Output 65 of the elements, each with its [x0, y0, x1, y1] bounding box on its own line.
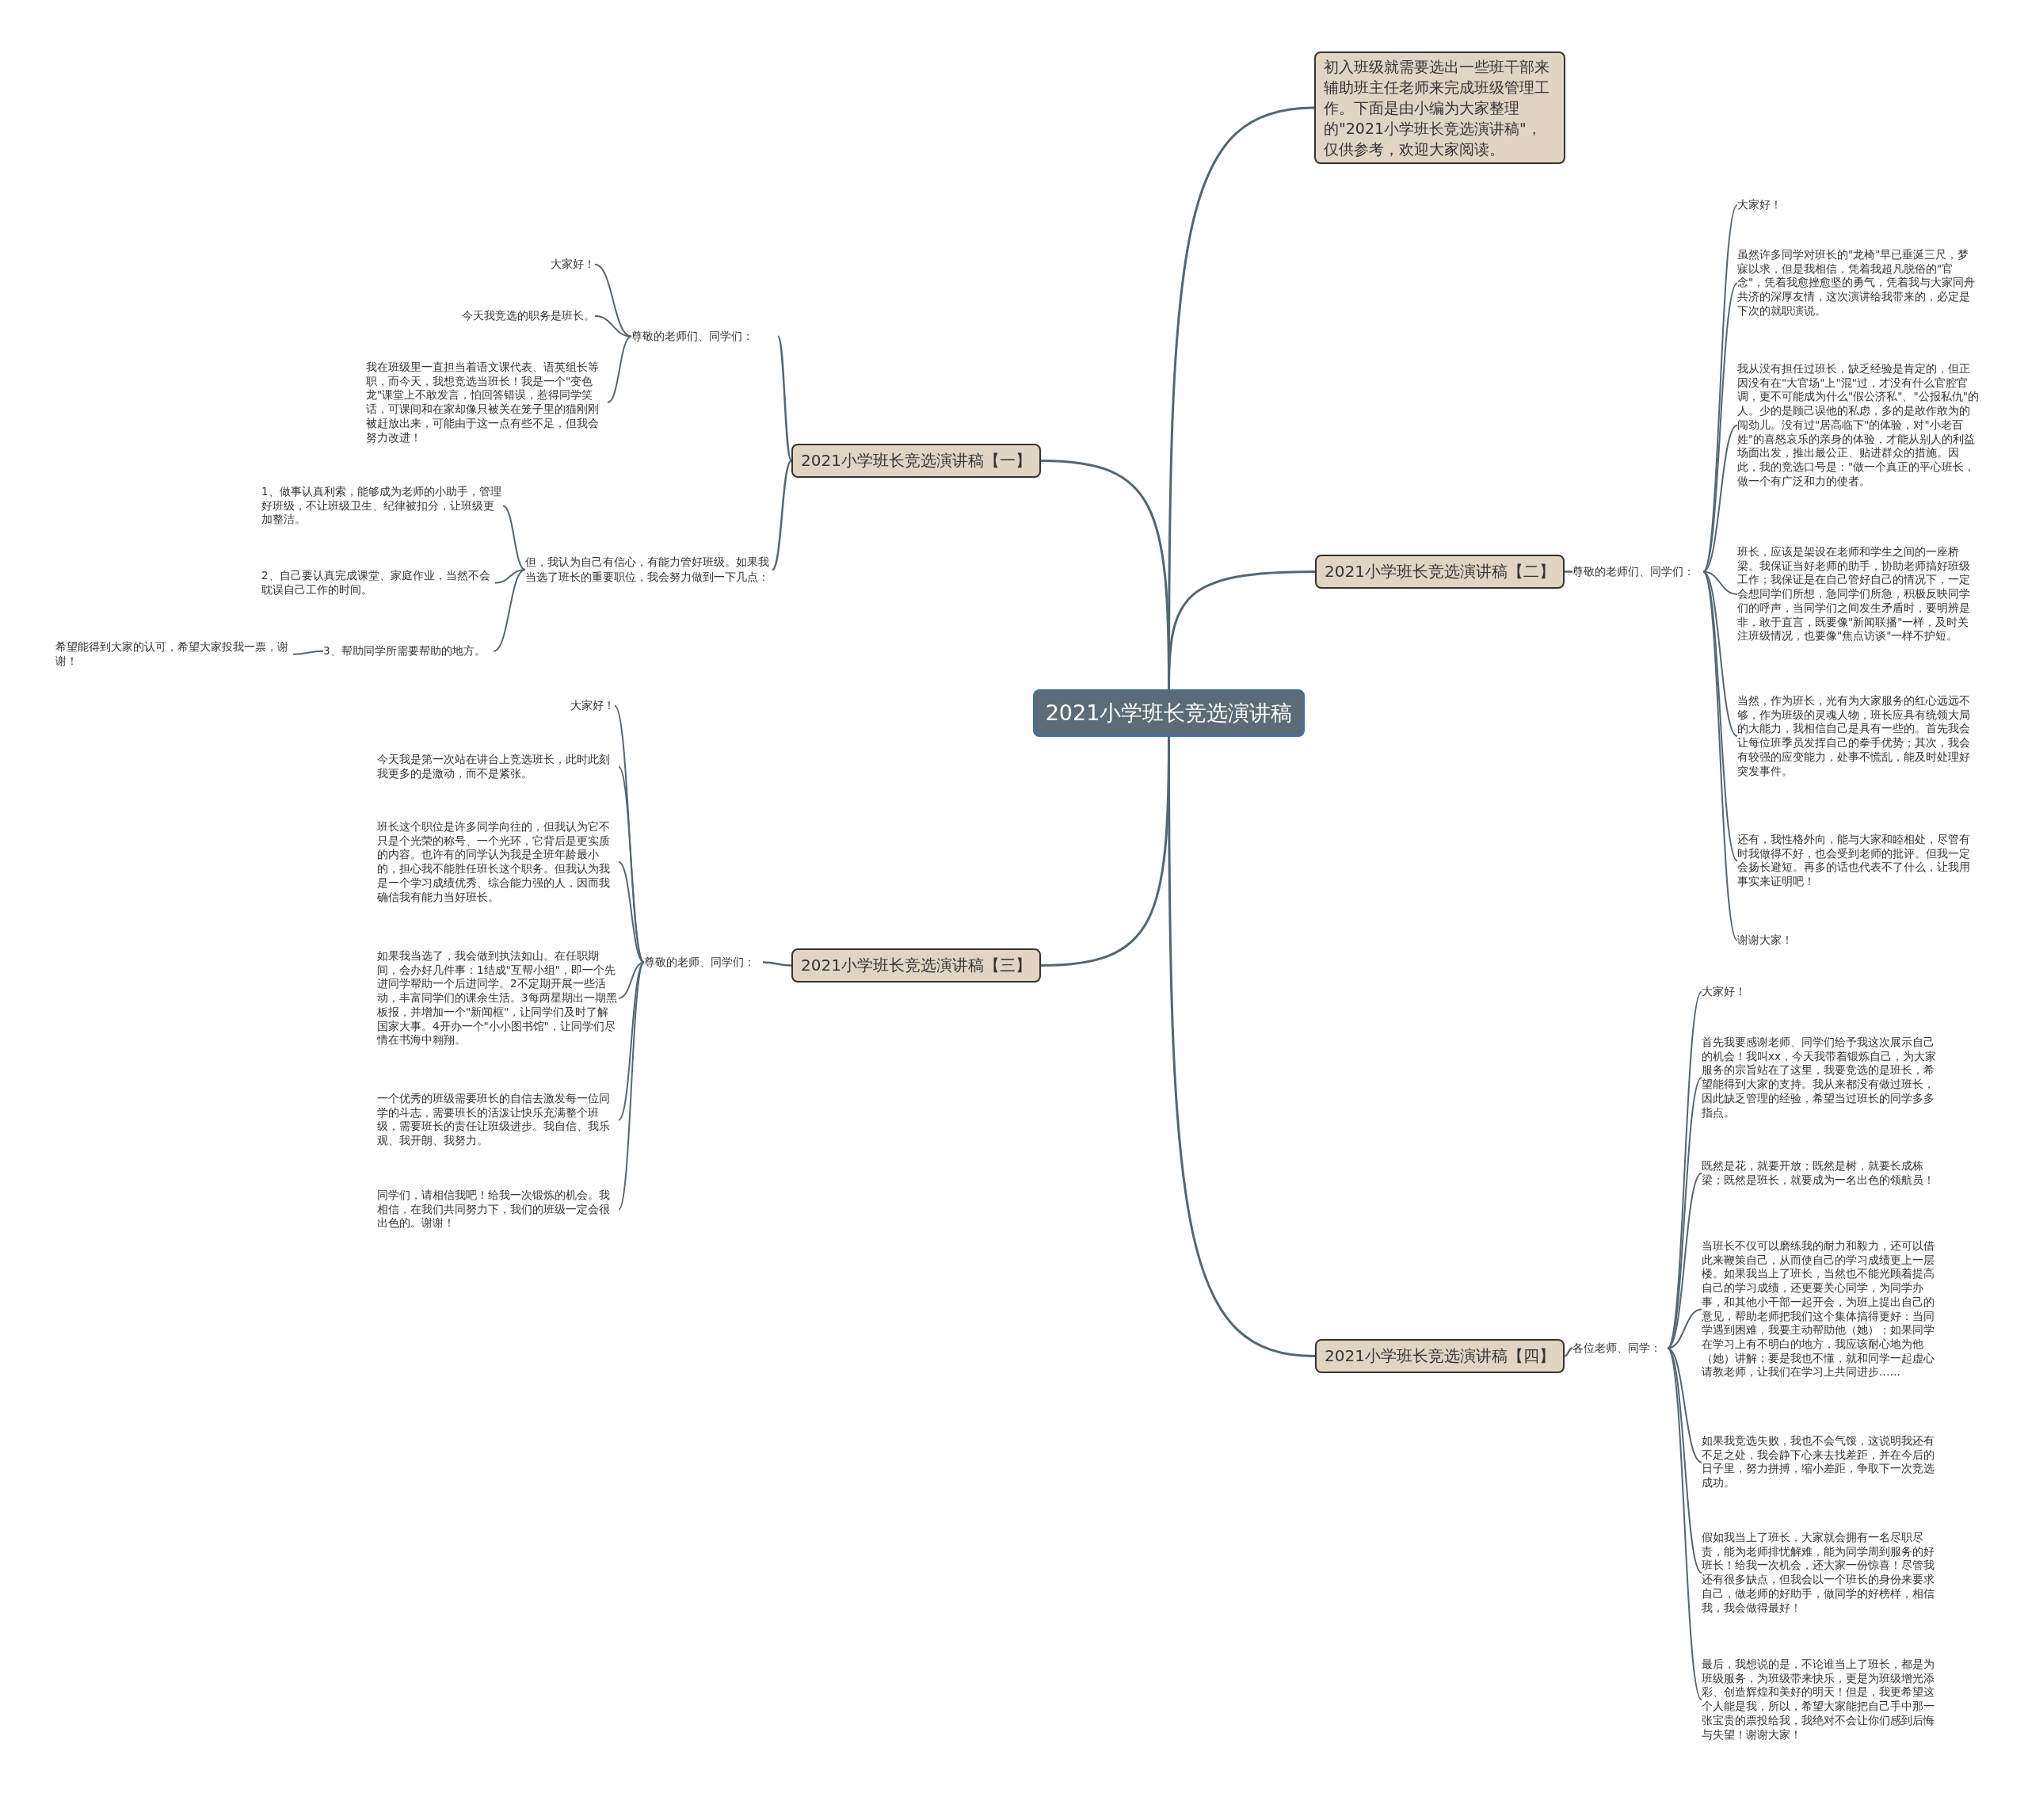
topic-text: 但，我认为自己有信心，有能力管好班级。如果我当选了班长的重要职位，我会努力做到一下几点： — [525, 555, 772, 585]
topic-text: 假如我当上了班长，大家就会拥有一名尽职尽责，能为老师排忧解难，能为同学周到服务的好班长！给我一次机会，还大家一份惊喜！尽管我还有很多缺点，但我会以一个班长的身份来要求自己，做老师的好助手，做同学的好榜样，相信我，我会做得最好！ — [1702, 1531, 1943, 1616]
connector-line — [1667, 1347, 1702, 1463]
topic-text: 既然是花，就要开放；既然是树，就要长成栋梁；既然是班长，就要成为一名出色的领航员！ — [1702, 1159, 1943, 1188]
connector-line — [1168, 570, 1316, 690]
connector-line — [607, 335, 632, 404]
branch-topic-box: 2021小学班长竞选演讲稿【四】 — [1315, 1339, 1565, 1373]
topic-text: 尊敬的老师们、同学们： — [1572, 564, 1703, 579]
topic-text: 今天我是第一次站在讲台上竞选班长，此时此刻我更多的是激动，而不是紧张。 — [377, 753, 619, 781]
topic-text: 最后，我想说的是，不论谁当上了班长，都是为班级服务，为班级带来快乐，更是为班级增光添彩、创造辉煌和美好的明天！但是，我更希望这个人能是我，所以，希望大家能把自己手中那一张宝贵的票投给我，我绝对不会让你们感到后悔与失望！谢谢大家！ — [1702, 1658, 1943, 1742]
connector-line — [502, 505, 526, 570]
topic-text: 首先我要感谢老师、同学们给予我这次展示自己的机会！我叫xx，今天我带着锻炼自己，为大家服务的宗旨站在了这里，我要竞选的是班长，希望能得到大家的支持。我从来都没有做过班长，因此缺乏管理的经验，希望当过班长的同学多多指点。 — [1702, 1036, 1943, 1120]
connector-line — [618, 861, 645, 963]
topic-text: 尊敬的老师、同学们： — [644, 955, 763, 970]
topic-text: 希望能得到大家的认可，希望大家投我一票，谢谢！ — [55, 640, 293, 669]
topic-text: 谢谢大家！ — [1737, 933, 1979, 948]
connector-line — [762, 961, 792, 967]
topic-text: 一个优秀的班级需要班长的自信去激发每一位同学的斗志，需要班长的活泼让快乐充满整个班级，需要班长的责任让班级进步。我自信、我乐观、我开朗、我努力。 — [377, 1092, 619, 1148]
connector-line — [1667, 990, 1702, 1349]
connector-line — [618, 961, 645, 1211]
connector-line — [1667, 1347, 1702, 1701]
connector-line — [1564, 570, 1572, 573]
connector-line — [1702, 570, 1738, 738]
branch-topic-box: 2021小学班长竞选演讲稿【三】 — [791, 948, 1041, 982]
branch-topic-box: 2021小学班长竞选演讲稿【一】 — [791, 444, 1041, 478]
topic-text: 还有，我性格外向，能与大家和睦相处，尽管有时我做得不好，也会受到老师的批评。但我一定会扬长避短。再多的话也代表不了什么，让我用事实来证明吧！ — [1737, 833, 1979, 889]
topic-text: 班长，应该是架设在老师和学生之间的一座桥梁。我保证当好老师的助手，协助老师搞好班级工作；我保证是在自己管好自己的情况下，一定会想同学们所想，急同学们所急，积极反映同学们的呼声，当同学们之间发生矛盾时，要明辨是非，敢于直言，既要像"新闻联播"一样，及时关注班级情况，也要像"焦点访谈"一样不护短。 — [1737, 545, 1979, 643]
connector-line — [1564, 1347, 1573, 1357]
topic-text: 大家好！ — [1737, 198, 1975, 212]
connector-line — [618, 961, 645, 1121]
connector-line — [493, 569, 526, 652]
topic-text: 当班长不仅可以磨练我的耐力和毅力，还可以借此来鞭策自己，从而使自己的学习成绩更上一层楼。如果我当上了班长，当然也不能光顾着提高自己的学习成绩，还更要关心同学，为同学办事，和其他小干部一起开会，为班上提出自己的意见，帮助老师把我们这个集体搞得更好：当同学遇到困难，我要主动帮助他（她）；如果同学在学习上有不明白的地方，我应该耐心地为他（她）讲解；要是我也不懂，就和同学一起虚心请教老师，让我们在学习上共同进步…… — [1702, 1239, 1943, 1380]
topic-text: 虽然许多同学对班长的"龙椅"早已垂涎三尺，梦寐以求，但是我相信，凭着我超凡脱俗的"官念"，凭着我愈挫愈坚的勇气，凭着我与大家同舟共济的深厚友情，这次演讲给我带来的，必定是下次的就职演说。 — [1737, 248, 1979, 319]
connector-line — [494, 569, 526, 584]
topic-text: 1、做事认真利索，能够成为老师的小助手，管理好班级，不让班级卫生、纪律被扣分，让班级更加整洁。 — [261, 485, 503, 528]
topic-text: 大家好！ — [570, 699, 615, 713]
topic-text: 大家好！ — [551, 258, 595, 272]
central-topic-box: 2021小学班长竞选演讲稿 — [1032, 689, 1306, 737]
connector-line — [776, 335, 793, 462]
topic-text: 各位老师、同学： — [1572, 1341, 1668, 1356]
topic-text: 2、自己要认真完成课堂、家庭作业，当然不会耽误自己工作的时间。 — [261, 569, 495, 597]
branch-topic-box: 2021小学班长竞选演讲稿【二】 — [1315, 555, 1565, 589]
connector-line — [618, 765, 645, 963]
connector-line — [1667, 1172, 1702, 1349]
connector-line — [1702, 424, 1738, 573]
topic-text: 我从没有担任过班长，缺乏经验是肯定的，但正因没有在"大官场"上"混"过，才没有什么官腔官调，更不可能成为什么"假公济私"、"公报私仇"的人。少的是顾己误他的私虑，多的是敢作敢为的闯劲儿。没有过"居高临下"的体验，对"小老百姓"的喜怒哀乐的亲身的体验，才能从别人的利益场面出发，推出最公正、贴进群众的措施。因此，我的竞选口号是："做一个真正的平心班长，做一个有广泛和力的使者。 — [1737, 362, 1979, 489]
topic-text: 尊敬的老师们、同学们： — [631, 329, 778, 344]
connector-line — [618, 961, 645, 999]
topic-text: 同学们，请相信我吧！给我一次锻炼的机会。我相信，在我们共同努力下，我们的班级一定会很出色的。谢谢！ — [377, 1189, 619, 1231]
topic-text: 班长这个职位是许多同学向往的，但我认为它不只是个光荣的称号、一个光环，它背后是更实质的内容。也许有的同学认为我是全班年龄最小的，担心我不能胜任班长这个职务。但我认为我是一个学习成绩优秀、综合能力强的人，因而我确信我有能力当好班长。 — [377, 820, 619, 905]
topic-text: 如果我当选了，我会做到执法如山。在任职期间，会办好几件事：1结成"互帮小组"，即一个先进同学帮助一个后进同学。2不定期开展一些活动，丰富同学们的课余生活。3每两星期出一期黑板报，并增加一个"新闻框"，让同学们及时了解国家大事。4开办一个"小小图书馆"，让同学们尽情在书海中翱翔。 — [377, 949, 619, 1047]
connector-line — [1702, 204, 1738, 573]
connector-line — [1702, 570, 1738, 941]
connector-line — [772, 460, 792, 570]
topic-text: 大家好！ — [1702, 985, 1939, 999]
connector-line — [1667, 1308, 1702, 1349]
connector-line — [292, 650, 324, 655]
connector-line — [594, 315, 632, 338]
topic-text: 如果我竞选失败，我也不会气馁，这说明我还有不足之处，我会静下心来去找差距，并在今后的日子里，努力拼搏，缩小差距，争取下一次竞选成功。 — [1702, 1434, 1943, 1490]
topic-text: 今天我竞选的职务是班长。 — [462, 309, 595, 323]
note-box: 初入班级就需要选出一些班干部来辅助班主任老师来完成班级管理工作。下面是由小编为大家整理的"2021小学班长竞选演讲稿"，仅供参考，欢迎大家阅读。 — [1314, 52, 1565, 164]
topic-text: 3、帮助同学所需要帮助的地方。 — [323, 644, 494, 658]
connector-line — [1702, 570, 1738, 862]
topic-text: 我在班级里一直担当着语文课代表、语英组长等职，而今天，我想竞选当班长！我是一个"变色龙"课堂上不敢发言，怕回答错误，惹得同学笑话，可课间和在家却像只被关在笼子里的猫刚刚被赶放出来，可能由于这一点有些不足，但我会努力改进！ — [366, 361, 608, 445]
topic-text: 当然，作为班长，光有为大家服务的红心远远不够，作为班级的灵魂人物，班长应具有统领大局的大能力，我相信自己是具有一些的。首先我会让每位班季员发挥自己的拳手优势；其次，我会有较强的应变能力，处事不慌乱，能及时处理好突发事件。 — [1737, 694, 1979, 779]
